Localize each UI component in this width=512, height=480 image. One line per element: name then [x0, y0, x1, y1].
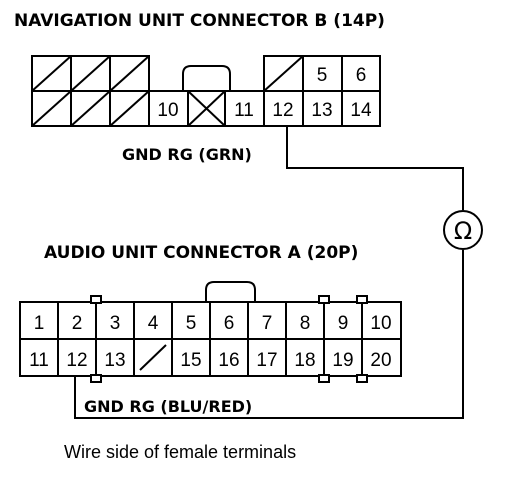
connector-a-pin: 10 — [370, 313, 391, 334]
connector-b-pin: 5 — [317, 65, 328, 86]
connector-b-lock-tab — [182, 65, 231, 90]
connector-a-pin: 5 — [186, 313, 197, 334]
connector-a-pin: 8 — [300, 313, 311, 334]
ohmmeter-icon: Ω — [443, 210, 483, 250]
ohm-symbol: Ω — [454, 217, 472, 245]
diagram-caption: Wire side of female terminals — [64, 442, 296, 462]
connector-b — [31, 55, 381, 127]
connector-a-pin: 4 — [148, 313, 159, 334]
connector-a — [19, 281, 402, 383]
connector-a-lock-tab — [205, 281, 256, 302]
connector-a-title: AUDIO UNIT CONNECTOR A (20P) — [44, 243, 358, 263]
connector-a-pin: 12 — [66, 350, 87, 371]
connector-b-title: NAVIGATION UNIT CONNECTOR B (14P) — [14, 11, 385, 31]
connector-b-pin: 11 — [234, 100, 254, 121]
connector-a-pin: 6 — [224, 313, 235, 334]
connector-a-probe-label: GND RG (BLU/RED) — [84, 397, 252, 416]
connector-a-pin: 1 — [34, 313, 45, 334]
connector-b-pin: 6 — [356, 65, 367, 86]
connector-a-pin: 17 — [256, 350, 277, 371]
connector-a-pin: 16 — [218, 350, 239, 371]
connector-b-probe-label: GND RG (GRN) — [122, 145, 252, 164]
connector-a-pin: 11 — [29, 350, 49, 371]
connector-b-pin: 10 — [157, 100, 178, 121]
connector-a-pins-bottom: 11 12 13 15 16 17 18 19 20 — [29, 350, 391, 371]
connector-a-pin: 15 — [180, 350, 201, 371]
connector-b-pins: 5 6 10 11 12 13 14 — [157, 65, 372, 121]
probe-wire-bottom — [74, 250, 464, 419]
probe-wire-top — [286, 126, 464, 210]
connector-b-pin: 13 — [311, 100, 332, 121]
connector-a-pin: 2 — [72, 313, 83, 334]
connector-a-pin: 20 — [370, 350, 391, 371]
connector-a-pin: 18 — [294, 350, 315, 371]
connector-a-pins-top: 1 2 3 4 5 6 7 8 9 10 — [34, 313, 392, 334]
connector-a-pin: 7 — [262, 313, 273, 334]
connector-b-pin: 12 — [272, 100, 293, 121]
connector-a-pin: 9 — [338, 313, 349, 334]
connector-b-pin: 14 — [350, 100, 372, 121]
connector-a-pin: 19 — [332, 350, 353, 371]
connector-a-pin: 3 — [110, 313, 121, 334]
connector-a-pin: 13 — [104, 350, 125, 371]
